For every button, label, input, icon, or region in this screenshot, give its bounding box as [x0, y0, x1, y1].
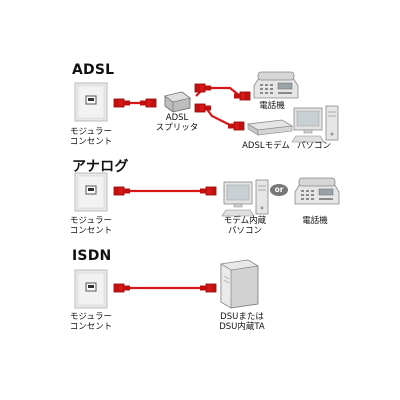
isdn-plug-dsu-icon [199, 283, 217, 293]
analog-outlet-label-line1: モジュラー [70, 216, 112, 226]
isdn-plug-outlet-icon [113, 283, 131, 293]
dsu-icon [220, 259, 259, 309]
adsl-modem-label: ADSLモデム [242, 141, 290, 151]
isdn-title: ISDN [72, 248, 112, 264]
analog-phone-label: 電話機 [302, 216, 328, 226]
or-label: or [274, 185, 284, 194]
adsl-splitter-icon [164, 91, 191, 113]
adsl-title: ADSL [72, 62, 115, 78]
adsl-plug-modem-icon [227, 121, 245, 131]
dsu-label-line1: DSUまたは [220, 312, 264, 322]
adsl-outlet-icon [74, 82, 108, 122]
analog-outlet-label: モジュラー コンセント [64, 216, 118, 236]
isdn-outlet-label-line1: モジュラー [70, 312, 112, 322]
adsl-modem-icon [246, 119, 294, 136]
adsl-phone-icon [253, 71, 299, 99]
analog-title: アナログ [72, 159, 129, 175]
dsu-label: DSUまたは DSU内蔵TA [212, 312, 272, 332]
adsl-splitter-label-line2: スプリッタ [155, 123, 199, 133]
or-badge [270, 184, 288, 196]
analog-pc-label-line2: パソコン [227, 226, 262, 236]
analog-pc-label-line1: モデム内蔵 [223, 216, 267, 226]
adsl-splitter-label-line1: ADSL [165, 113, 189, 123]
analog-outlet-icon [74, 172, 108, 212]
analog-phone-icon [294, 177, 340, 205]
analog-pc-icon [221, 179, 269, 217]
adsl-outlet-label-line2: コンセント [69, 137, 113, 147]
adsl-splitter-label: ADSL スプリッタ [150, 113, 204, 133]
adsl-outlet-label: モジュラー コンセント [64, 127, 118, 147]
analog-pc-label: モデム内蔵 パソコン [218, 216, 272, 236]
adsl-pc-icon [291, 105, 339, 143]
analog-plug-outlet-icon [113, 186, 131, 196]
isdn-outlet-label: モジュラー コンセント [64, 312, 118, 332]
isdn-outlet-icon [74, 269, 108, 309]
analog-section [74, 172, 340, 217]
dsu-label-line2: DSU内蔵TA [219, 322, 265, 332]
isdn-section [74, 259, 259, 309]
adsl-plug-splitter-in-icon [139, 98, 157, 108]
adsl-section [74, 71, 339, 143]
adsl-outlet-label-line1: モジュラー [70, 127, 112, 137]
adsl-phone-label: 電話機 [259, 101, 285, 111]
adsl-plug-splitter-out1-icon [194, 83, 212, 93]
adsl-pc-label: パソコン [296, 141, 331, 151]
adsl-plug-outlet-icon [113, 98, 131, 108]
analog-plug-pc-icon [199, 186, 217, 196]
analog-outlet-label-line2: コンセント [69, 226, 113, 236]
isdn-outlet-label-line2: コンセント [69, 322, 113, 332]
